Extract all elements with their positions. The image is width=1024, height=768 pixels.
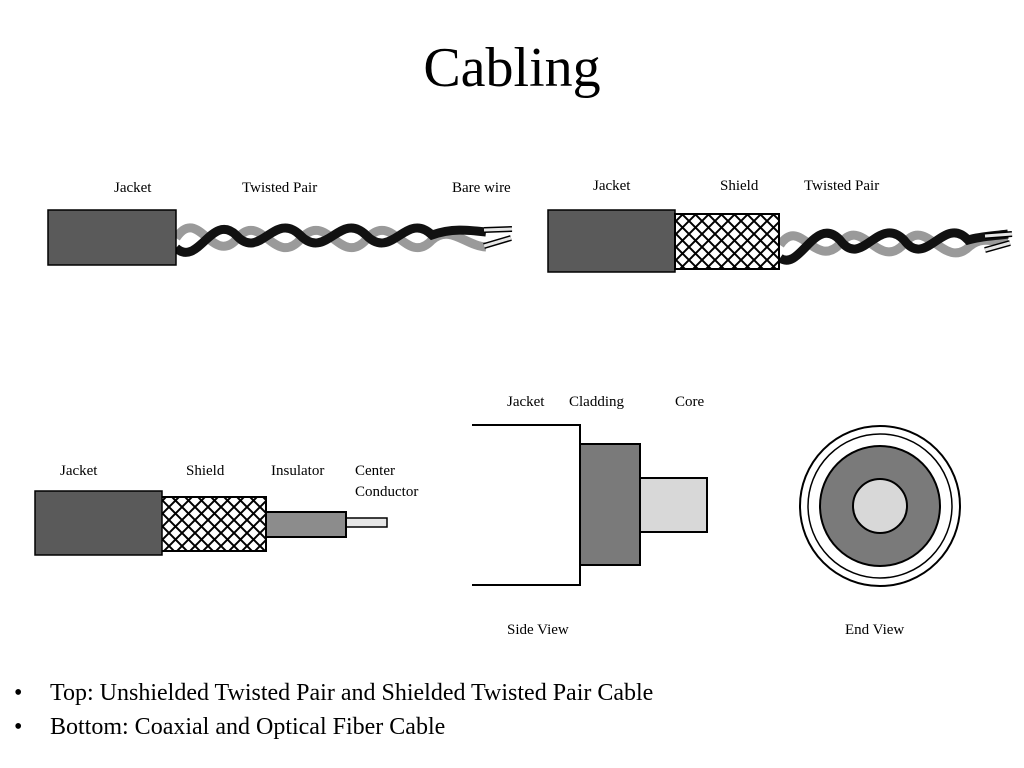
stp-shield [674, 213, 780, 270]
stp-jacket [547, 209, 676, 273]
fiber-jacket-label: Jacket [507, 394, 545, 410]
coax-shield [160, 496, 267, 552]
stp-black-wire [777, 228, 1009, 265]
fiber-core [639, 477, 708, 533]
coax-jacket [34, 490, 163, 556]
coax-center-label: Center [355, 463, 395, 479]
stp-bare-wire-2-fill [984, 241, 1011, 252]
fiber-cladding-label: Cladding [569, 394, 624, 410]
bullet-list: Top: Unshielded Twisted Pair and Shielde… [14, 676, 653, 744]
utp-jacket-label: Jacket [114, 180, 152, 196]
stp-cable [547, 209, 1013, 273]
bullet-item-bottom: Bottom: Coaxial and Optical Fiber Cable [14, 710, 653, 744]
stp-jacket-label: Jacket [593, 178, 631, 194]
stp-twisted-pair-label: Twisted Pair [804, 178, 880, 194]
fiber-jacket-outline [472, 424, 581, 586]
bullet-item-top: Top: Unshielded Twisted Pair and Shielde… [14, 676, 653, 710]
utp-jacket [47, 209, 177, 266]
stp-gray-wire [776, 230, 1009, 258]
fiber-side-view-label: Side View [507, 622, 569, 638]
coax-jacket-label: Jacket [60, 463, 98, 479]
fiber-end-view-label: End View [845, 622, 905, 638]
utp-bare-wire-1-fill [483, 227, 513, 232]
coax-insulator [265, 511, 347, 538]
utp-cable [47, 209, 513, 266]
fiber-end-core [852, 478, 908, 534]
fiber-side-view [472, 424, 708, 586]
coax-conductor-label: Conductor [355, 484, 419, 500]
utp-twisted-pair-label: Twisted Pair [242, 180, 318, 196]
coax-insulator-label: Insulator [271, 463, 325, 479]
fiber-end-view [799, 425, 961, 587]
slide-title: Cabling [423, 37, 601, 99]
coax-cable [34, 490, 388, 556]
fiber-core-label: Core [675, 394, 705, 410]
coax-center-conductor [344, 517, 388, 528]
utp-bare-wire-label: Bare wire [452, 180, 511, 196]
utp-bare-wire-2-fill [483, 236, 512, 248]
coax-shield-label: Shield [186, 463, 225, 479]
utp-black-wire [172, 223, 487, 257]
stp-bare-wire-1-fill [984, 232, 1013, 238]
utp-gray-wire [172, 223, 487, 252]
fiber-cladding [579, 443, 641, 566]
stp-shield-label: Shield [720, 178, 759, 194]
